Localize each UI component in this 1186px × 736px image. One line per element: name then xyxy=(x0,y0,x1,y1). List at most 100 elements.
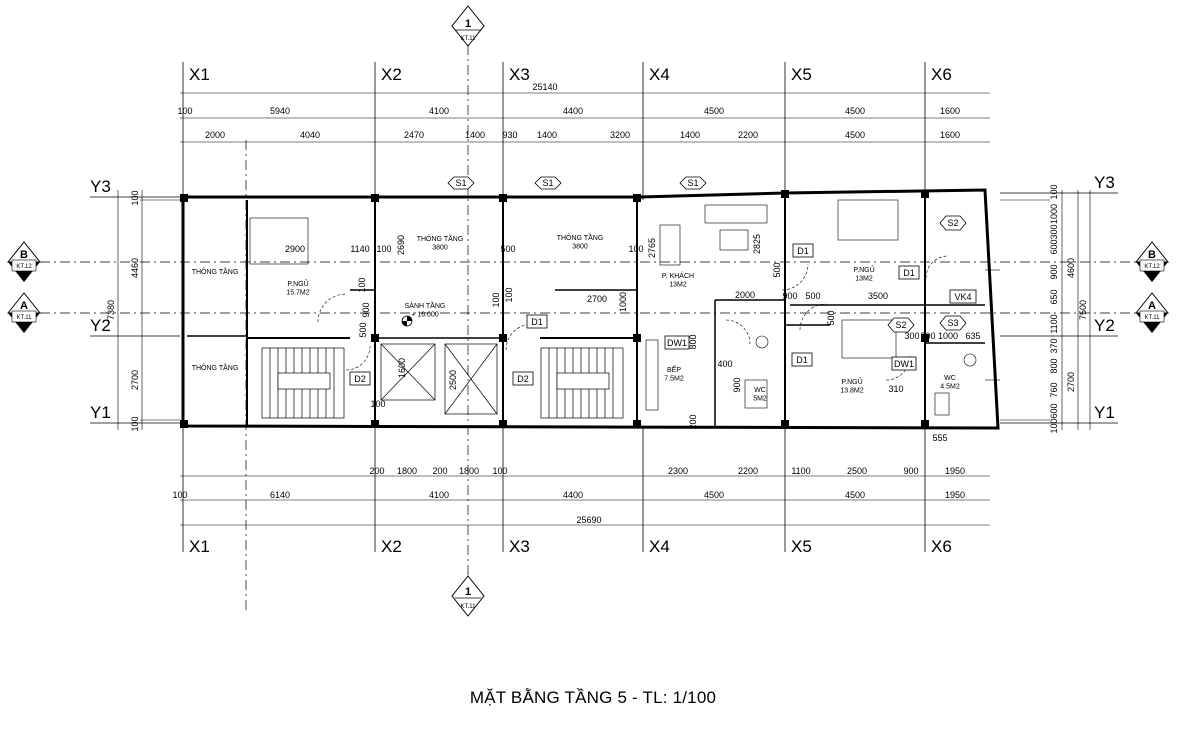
dim-label: 100 xyxy=(1049,418,1059,433)
dim-label: 635 xyxy=(965,331,980,341)
dimension-lines xyxy=(117,92,1091,526)
dims-bottom: 200 1800 200 1800 100 2300 2200 1100 250… xyxy=(172,466,965,525)
room-label-thong-tang: THÔNG TẦNG xyxy=(192,266,239,276)
dim-label: 100 xyxy=(172,490,187,500)
facade-lines xyxy=(140,199,1050,421)
dim-label: 1000 xyxy=(938,331,958,341)
dim-label: 200 xyxy=(369,466,384,476)
tag-label: S1 xyxy=(455,178,466,188)
tag-label: D1 xyxy=(903,268,915,278)
dim-label: 1600 xyxy=(397,358,407,378)
grid-label-x3: X3 xyxy=(509,65,530,84)
dim-label: 600 xyxy=(1049,239,1059,254)
dim-label: 2700 xyxy=(587,294,607,304)
dim-label: 555 xyxy=(932,433,947,443)
elevation-marker-ref: KT.12 xyxy=(1144,264,1160,270)
dim-label: 4500 xyxy=(704,106,724,116)
window-tag: S1 xyxy=(534,176,562,190)
dim-label: 2500 xyxy=(847,466,867,476)
dim-label: 310 xyxy=(888,384,903,394)
dim-label: 1400 xyxy=(465,130,485,140)
grid-label-x2: X2 xyxy=(381,537,402,556)
dim-label: 900 xyxy=(903,466,918,476)
grid-labels-top: X1 X2 X3 X4 X5 X6 xyxy=(189,65,952,84)
dim-label: 4100 xyxy=(429,490,449,500)
interior-dims: 2900 1140 100 2690 100 500 500 100 2765 … xyxy=(285,234,981,443)
tag-label: DW1 xyxy=(667,338,687,348)
dim-label: 1000 xyxy=(618,292,628,312)
door-tag: D1 xyxy=(526,314,548,329)
dim-label: 500 xyxy=(826,310,836,325)
tag-label: D1 xyxy=(797,246,809,256)
dim-label: 4500 xyxy=(845,106,865,116)
building-walls xyxy=(181,188,1000,430)
grid-labels-bottom: X1 X2 X3 X4 X5 X6 xyxy=(189,537,952,556)
furniture xyxy=(249,199,977,416)
grid-label-x5: X5 xyxy=(791,65,812,84)
dim-label: 4100 xyxy=(429,106,449,116)
dim-label: 4400 xyxy=(563,490,583,500)
dim-label: 2200 xyxy=(738,130,758,140)
tag-label: D1 xyxy=(531,317,543,327)
dim-label: 7500 xyxy=(1078,300,1088,320)
dim-label: 2300 xyxy=(668,466,688,476)
dim-label: 7380 xyxy=(106,300,116,320)
door-window-tags: S1 S1 S1 S2 S2 S3 D1 D1 xyxy=(349,176,977,386)
dim-label: 300 xyxy=(904,331,919,341)
dim-label: 100 xyxy=(628,244,643,254)
elevation-marker-a-left: A KT.11 xyxy=(6,292,42,333)
elevation-marker-ref: KT.11 xyxy=(1145,315,1161,321)
dim-label: 1100 xyxy=(791,466,810,476)
grid-label-x4: X4 xyxy=(649,65,670,84)
dim-label: 760 xyxy=(1049,382,1059,397)
elevation-marker-letter: B xyxy=(20,249,28,261)
door-tag: DW1 xyxy=(664,335,690,350)
elevation-marker-ref: KT.11 xyxy=(17,315,33,321)
window-tag: S2 xyxy=(887,317,915,333)
dims-left: 100 4460 7380 2700 100 xyxy=(106,190,140,431)
dim-label: 1950 xyxy=(945,490,965,500)
dim-label: 100 xyxy=(130,416,140,431)
door-tag: D2 xyxy=(349,371,371,386)
dim-label: 2200 xyxy=(738,466,758,476)
door-tag: D1 xyxy=(792,243,814,258)
dim-label: 4460 xyxy=(130,258,140,278)
grid-label-x1: X1 xyxy=(189,537,210,556)
dim-label: 2500 xyxy=(448,370,458,390)
dim-label: 100 xyxy=(357,277,367,292)
dim-label: 2765 xyxy=(647,238,657,258)
dim-label: 900 xyxy=(1049,264,1059,279)
elevation-marker-b-left: B KT.12 xyxy=(6,241,42,282)
dim-label: 2900 xyxy=(285,244,305,254)
dim-label: 1000 xyxy=(1049,204,1059,224)
grid-label-y3: Y3 xyxy=(90,177,111,196)
section-marker-top: 1 KT.11 xyxy=(451,5,485,47)
dim-label: 650 xyxy=(1049,289,1059,304)
dim-label: 930 xyxy=(502,130,517,140)
elevation-marker-letter: B xyxy=(1148,249,1156,261)
dim-label: 1600 xyxy=(940,130,960,140)
window-tag: S1 xyxy=(679,176,707,190)
section-marker-number: 1 xyxy=(465,586,471,598)
stair-left xyxy=(261,347,345,419)
section-marker-number: 1 xyxy=(465,18,471,30)
dim-label: 1600 xyxy=(940,106,960,116)
grid-label-x6: X6 xyxy=(931,65,952,84)
door-tag: D1 xyxy=(898,265,920,280)
dim-label: 900 xyxy=(782,291,797,301)
grid-label-y1: Y1 xyxy=(90,403,111,422)
dim-label: 900 xyxy=(361,302,371,317)
tag-label: VK4 xyxy=(954,292,971,302)
level-marker-icon xyxy=(401,315,413,327)
door-tag: DW1 xyxy=(891,356,917,371)
dim-label: 2825 xyxy=(752,234,762,254)
dim-label: 500 xyxy=(358,322,368,337)
drawing-title: MẶT BẰNG TẦNG 5 - TL: 1/100 xyxy=(469,688,717,707)
dim-label: 4500 xyxy=(845,130,865,140)
tag-label: D1 xyxy=(796,355,808,365)
